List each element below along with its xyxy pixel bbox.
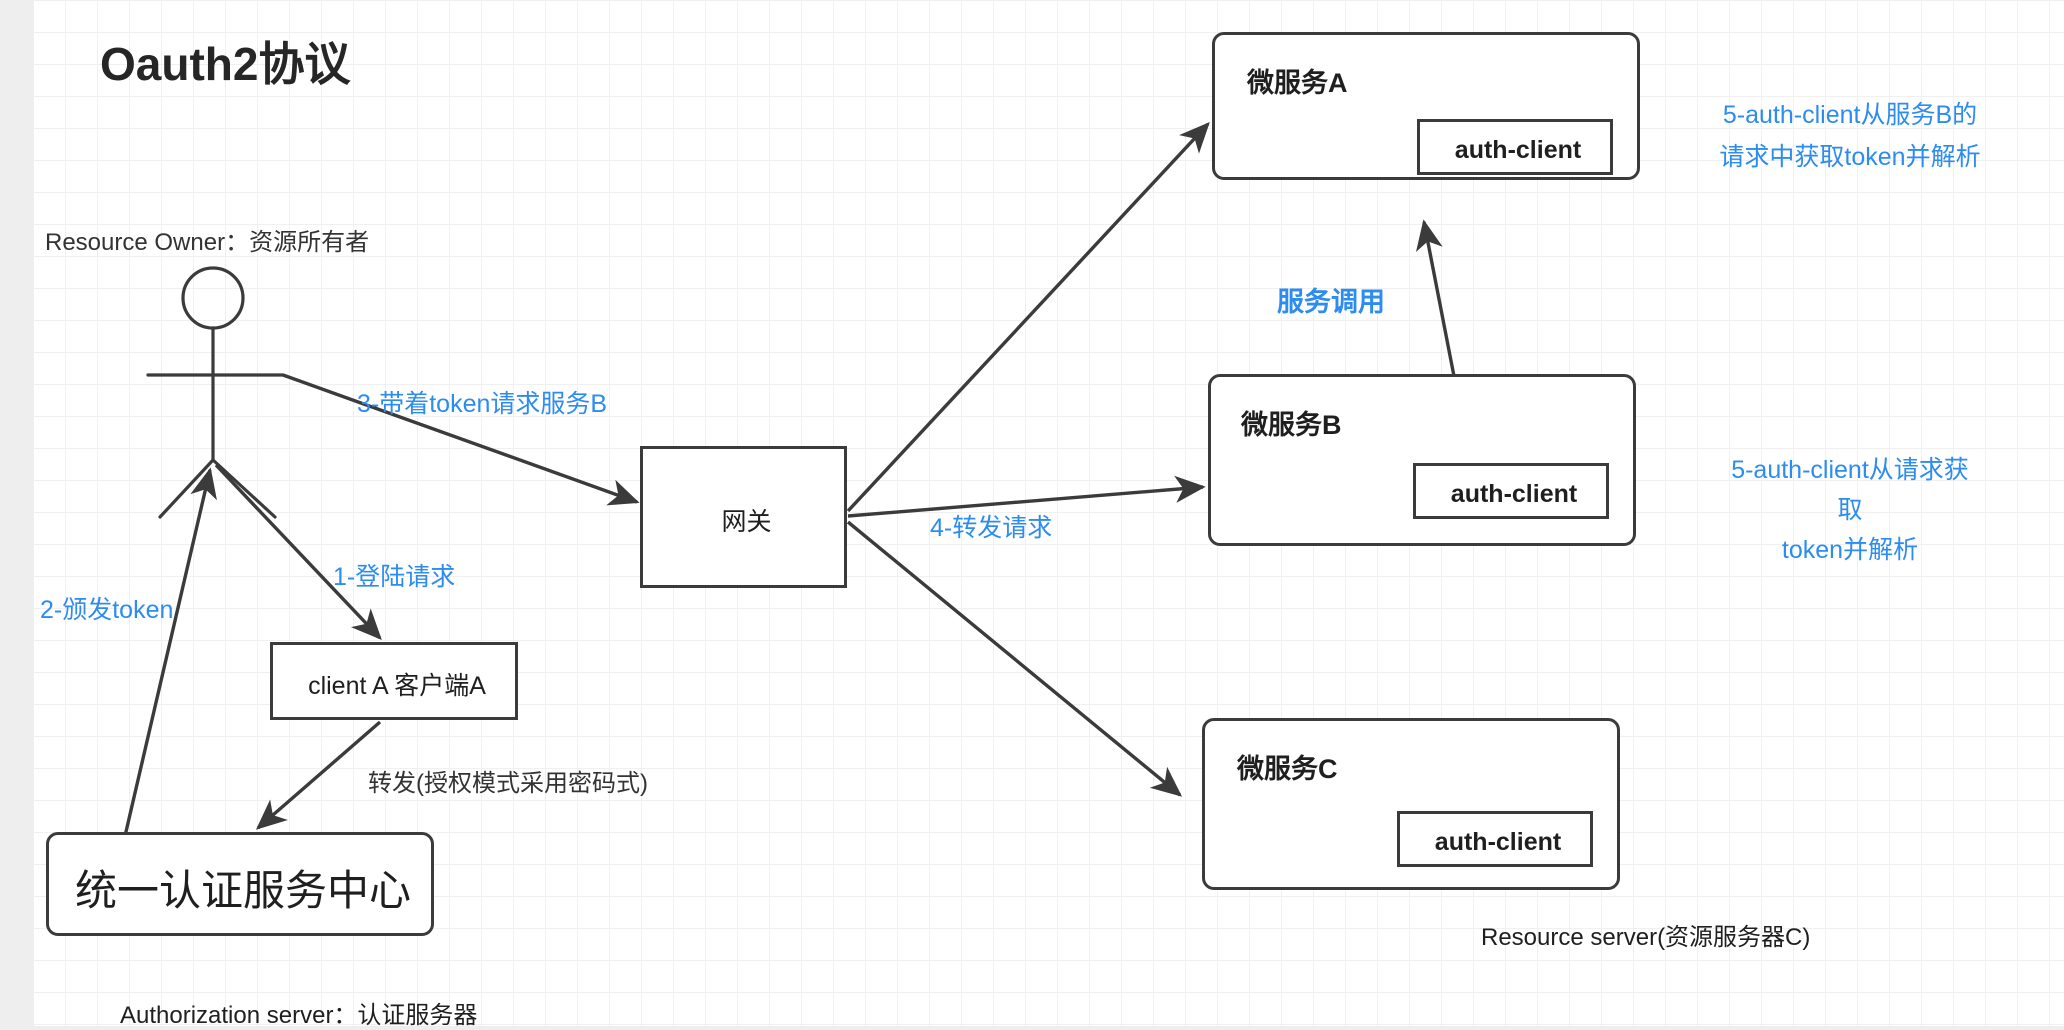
note-service-b-line3: token并解析	[1781, 536, 1919, 564]
node-service-b-label: 微服务B	[1241, 410, 1342, 440]
note-service-b: 5-auth-client从请求获 取 token并解析	[1655, 450, 2045, 566]
node-client-a[interactable]: client A 客户端A	[270, 642, 518, 720]
edge-label-issue-token: 2-颁发token	[40, 596, 174, 624]
note-service-a: 5-auth-client从服务B的 请求中获取token并解析	[1655, 95, 2045, 173]
node-auth-client-c[interactable]: auth-client	[1397, 811, 1593, 867]
node-auth-center-label: 统一认证服务中心	[74, 866, 411, 914]
edge-label-forward-password-mode: 转发(授权模式采用密码式)	[368, 770, 648, 797]
node-service-c[interactable]: 微服务C auth-client	[1202, 718, 1620, 890]
left-gutter	[0, 0, 33, 1026]
page-title: Oauth2协议	[100, 38, 351, 90]
node-auth-client-a-label: auth-client	[1454, 135, 1582, 164]
edge-label-login-request: 1-登陆请求	[333, 563, 456, 591]
resource-server-caption: Resource server(资源服务器C)	[1481, 924, 1811, 951]
note-service-a-line1: 5-auth-client从服务B的	[1722, 101, 1978, 129]
note-service-b-line2: 取	[1837, 496, 1863, 524]
node-auth-client-b[interactable]: auth-client	[1413, 463, 1609, 519]
edge-gateway-to-service-a	[846, 122, 1210, 513]
node-client-a-label: client A 客户端A	[308, 672, 486, 700]
node-auth-client-c-label: auth-client	[1434, 827, 1562, 856]
node-service-c-label: 微服务C	[1237, 754, 1338, 784]
note-service-a-line2: 请求中获取token并解析	[1719, 143, 1981, 171]
node-auth-client-b-label: auth-client	[1450, 479, 1578, 508]
edge-issue-token	[123, 467, 217, 837]
edge-request-with-token	[282, 373, 640, 506]
edge-label-service-call: 服务调用	[1277, 287, 1385, 317]
node-service-a[interactable]: 微服务A auth-client	[1212, 32, 1640, 180]
edge-label-request-with-token: 3-带着token请求服务B	[357, 390, 608, 418]
edge-forward-password-mode	[255, 720, 382, 830]
authorization-server-caption: Authorization server：认证服务器	[120, 1002, 478, 1029]
node-gateway-label: 网关	[721, 508, 772, 536]
node-gateway[interactable]: 网关	[640, 446, 847, 588]
edge-label-forward-request: 4-转发请求	[930, 514, 1053, 542]
edge-gateway-to-service-b	[847, 475, 1206, 518]
edge-gateway-to-service-c	[846, 520, 1183, 797]
edge-login-request	[214, 463, 382, 640]
node-auth-center[interactable]: 统一认证服务中心	[46, 832, 434, 936]
resource-owner-caption: Resource Owner：资源所有者	[45, 229, 370, 256]
node-auth-client-a[interactable]: auth-client	[1417, 119, 1613, 175]
note-service-b-line1: 5-auth-client从请求获	[1731, 456, 1969, 484]
person-stick-figure-icon	[146, 266, 285, 519]
node-service-b[interactable]: 微服务B auth-client	[1208, 374, 1636, 546]
node-service-a-label: 微服务A	[1247, 68, 1348, 98]
